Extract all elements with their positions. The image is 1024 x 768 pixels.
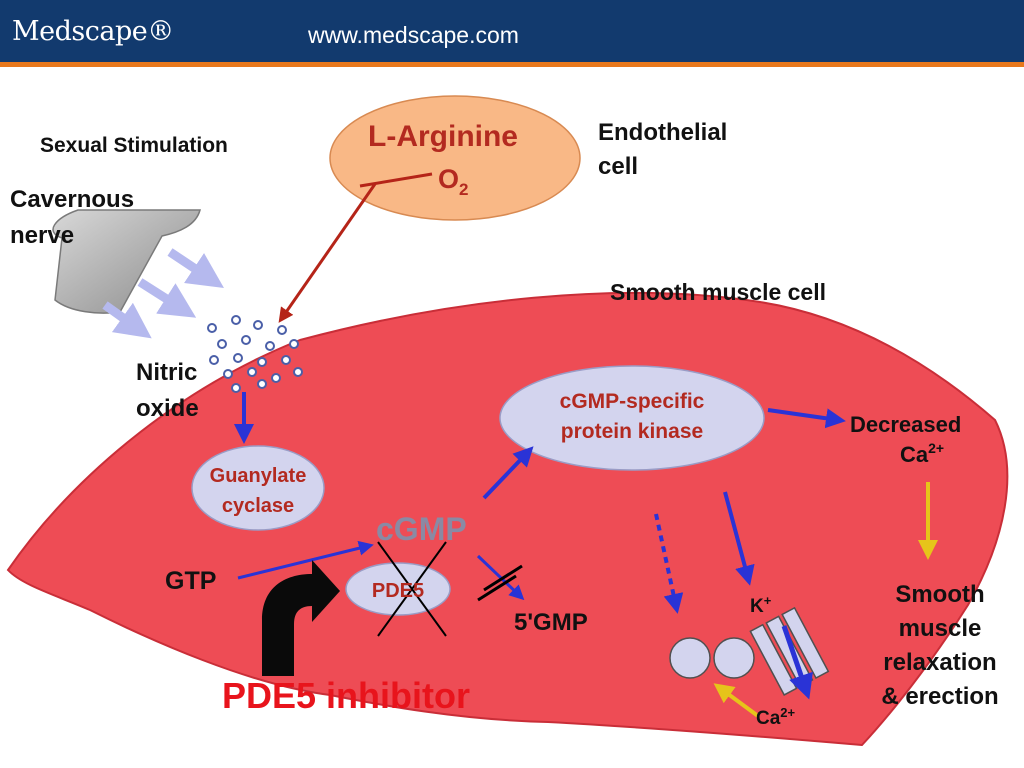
guanylate-cyclase-label-line2: cyclase (222, 495, 294, 517)
kinase-to-decreased-ca-arrow (767, 408, 846, 429)
site-header: Medscape® www.medscape.com (0, 0, 1024, 62)
guanylate-cyclase-label-line1: Guanylate (210, 465, 307, 487)
k-efflux-arrow (781, 625, 813, 700)
ca-influx-arrow (713, 683, 760, 718)
protein-kinase-label-line1: cGMP-specific (560, 390, 705, 413)
protein-kinase-label-line2: protein kinase (561, 420, 703, 443)
inhibitor-arrow-icon (262, 560, 340, 676)
outcome-label-line2: muscle (899, 615, 982, 642)
pde5-label: PDE5 (372, 580, 424, 602)
endothelial-cell-label-line1: Endothelial (598, 119, 727, 146)
cavernous-nerve-label-line1: Cavernous (10, 186, 134, 213)
ca-channel-left (669, 637, 711, 679)
nitric-oxide-label-line2: oxide (136, 395, 199, 422)
site-url[interactable]: www.medscape.com (308, 22, 519, 48)
gtp-label: GTP (165, 567, 216, 595)
blocked-mark-2 (477, 574, 517, 602)
nerve-signal-arrow-2 (137, 278, 197, 318)
protein-kinase (499, 365, 765, 471)
kinase-to-k-channel-arrow (723, 491, 755, 586)
header-divider (0, 62, 1024, 67)
endothelial-cell-label-line2: cell (598, 153, 638, 180)
decreased-ca-label-line1: Decreased (850, 412, 961, 437)
pde5-inhibitor-label: PDE5 inhibitor (222, 675, 470, 716)
outcome-label-line1: Smooth (895, 581, 984, 608)
medscape-logo[interactable]: Medscape® (12, 16, 174, 47)
cgmp-to-kinase-arrow (482, 446, 534, 500)
endothelial-cell (329, 95, 581, 221)
ca-ion-label: Ca2+ (756, 705, 796, 729)
outcome-label-line4: & erection (881, 683, 998, 710)
k-ion-label: K+ (750, 593, 772, 617)
nerve-signal-arrow-1 (167, 248, 224, 288)
cavernous-nerve-label-line2: nerve (10, 222, 74, 249)
blocked-mark-1 (483, 564, 523, 592)
o2-link-line (359, 172, 433, 188)
outcome-label-line3: relaxation (883, 649, 996, 676)
l-arginine-to-no-arrow (278, 183, 377, 323)
nitric-oxide-label-line1: Nitric (136, 359, 197, 386)
o2-label: O2 (438, 164, 468, 199)
smooth-muscle-cell-label: Smooth muscle cell (610, 279, 826, 305)
kinase-to-ca-channel-dotted-arrow (654, 513, 684, 614)
pde5-enzyme (345, 562, 451, 616)
sexual-stimulation-label: Sexual Stimulation (40, 134, 228, 157)
gtp-to-cgmp-arrow (237, 540, 374, 580)
cavernous-nerve-icon (52, 209, 201, 314)
nitric-oxide-molecules-icon (207, 315, 303, 393)
ca-channel-right (713, 637, 755, 679)
decreased-ca-label-line2: Ca2+ (900, 440, 944, 467)
l-arginine-label: L-Arginine (368, 120, 518, 153)
nerve-signal-arrow-3 (102, 301, 152, 339)
cgmp-to-5gmp-arrow (476, 554, 525, 601)
pde5-cross-line-2 (377, 541, 447, 637)
guanylate-cyclase (191, 445, 325, 531)
cgmp-label: cGMP (376, 511, 467, 547)
5gmp-label: 5'GMP (514, 609, 588, 636)
